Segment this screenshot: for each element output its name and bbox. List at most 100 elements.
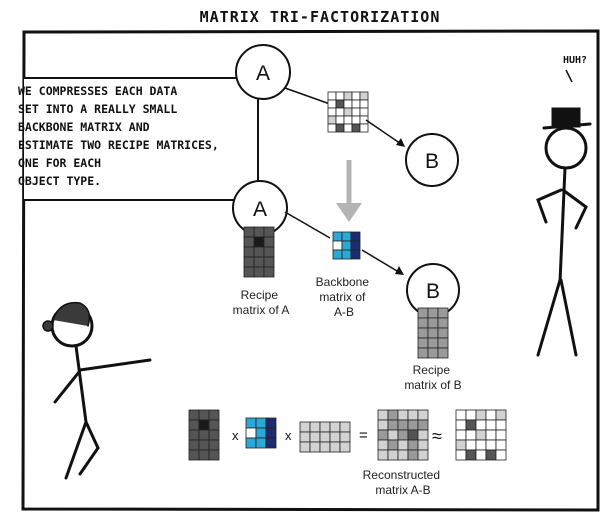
- matrix-cell: [475, 449, 487, 461]
- down-arrow-head: [336, 203, 362, 222]
- matrix-cell: [188, 449, 200, 461]
- matrix-cell: [351, 123, 361, 133]
- matrix-cell: [465, 439, 477, 451]
- caption-line: ONE FOR EACH: [18, 156, 101, 170]
- matrix-cell: [335, 123, 345, 133]
- matrix-cell: [243, 226, 255, 238]
- matrix-cell: [351, 107, 361, 117]
- matrix-cell: [198, 419, 210, 431]
- node-b-top-label: B: [425, 150, 439, 173]
- left-arm: [536, 188, 563, 224]
- label-recipe-b: Recipe matrix of B: [404, 363, 461, 392]
- matrix-cell: [397, 409, 409, 421]
- label-line: Backbone: [316, 275, 370, 289]
- matrix-cell: [253, 256, 265, 268]
- matrix-cell: [343, 107, 353, 117]
- matrix-cell: [309, 421, 321, 433]
- matrix-cell: [198, 429, 210, 441]
- hair: [52, 301, 91, 327]
- matrix-cell: [188, 439, 200, 451]
- matrix-cell: [263, 256, 275, 268]
- matrix-cell: [329, 431, 341, 443]
- matrix-cell: [343, 115, 353, 125]
- matrix-cell: [397, 439, 409, 451]
- label-reconstructed: Reconstructed matrix A-B: [363, 468, 444, 497]
- caption-box: [24, 77, 259, 201]
- matrix-cell: [359, 91, 369, 101]
- matrix-cell: [407, 419, 419, 431]
- left-leg: [536, 278, 562, 357]
- matrix-cell: [455, 429, 467, 441]
- matrix-cell: [387, 449, 399, 461]
- matrix-cell: [350, 249, 361, 260]
- matrix-cell: [299, 441, 311, 453]
- matrix-cell: [327, 107, 337, 117]
- matrix-cell: [208, 449, 220, 461]
- matrix-cell: [351, 115, 361, 125]
- matrix-cell: [485, 429, 497, 441]
- matrix-cell: [455, 449, 467, 461]
- recipe-matrix-b: [417, 307, 449, 359]
- matrix-cell: [377, 419, 389, 431]
- backbone-matrix: [332, 231, 361, 260]
- label-line: matrix A-B: [375, 483, 430, 497]
- left-leg: [64, 420, 88, 480]
- caption-line: ESTIMATE TWO RECIPE MATRICES,: [18, 138, 219, 152]
- matrix-cell: [208, 439, 220, 451]
- hat-crown: [551, 107, 581, 128]
- matrix-cell: [188, 419, 200, 431]
- matrix-cell: [437, 327, 449, 339]
- matrix-cell: [332, 249, 343, 260]
- matrix-cell: [465, 409, 477, 421]
- matrix-cell: [327, 115, 337, 125]
- matrix-cell: [495, 449, 507, 461]
- matrix-cell: [359, 107, 369, 117]
- matrix-cell: [475, 409, 487, 421]
- label-line: matrix of A: [233, 303, 290, 317]
- matrix-cell: [245, 417, 257, 429]
- matrix-cell: [299, 431, 311, 443]
- matrix-cell: [495, 409, 507, 421]
- matrix-cell: [335, 99, 345, 109]
- matrix-cell: [245, 427, 257, 439]
- matrix-cell: [437, 317, 449, 329]
- matrix-cell: [188, 429, 200, 441]
- node-a-top-label: A: [256, 62, 270, 85]
- matrix-cell: [437, 347, 449, 359]
- matrix-cell: [343, 123, 353, 133]
- matrix-cell: [465, 449, 477, 461]
- matrix-cell: [485, 409, 497, 421]
- matrix-cell: [243, 246, 255, 258]
- matrix-cell: [265, 417, 277, 429]
- matrix-cell: [253, 246, 265, 258]
- matrix-cell: [319, 431, 331, 443]
- operator-approx: ≈: [432, 426, 442, 446]
- matrix-cell: [327, 123, 337, 133]
- matrix-cell: [495, 419, 507, 431]
- matrix-cell: [341, 240, 352, 251]
- equation-recipe-b-transposed: [299, 421, 351, 453]
- matrix-cell: [329, 441, 341, 453]
- matrix-cell: [485, 449, 497, 461]
- edge-a-backbone: [284, 211, 331, 239]
- matrix-cell: [335, 91, 345, 101]
- matrix-cell: [332, 240, 343, 251]
- matrix-cell: [339, 431, 351, 443]
- matrix-cell: [245, 437, 257, 449]
- node-b-mid-label: B: [426, 280, 440, 303]
- head: [544, 126, 588, 170]
- body: [558, 166, 567, 284]
- matrix-cell: [188, 409, 200, 421]
- matrix-cell: [263, 266, 275, 278]
- matrix-cell: [387, 419, 399, 431]
- right-arm: [561, 188, 588, 230]
- matrix-cell: [407, 429, 419, 441]
- recipe-matrix-a: [243, 226, 275, 278]
- matrix-cell: [427, 337, 439, 349]
- operator-times: x: [232, 428, 239, 443]
- matrix-cell: [387, 429, 399, 441]
- matrix-cell: [417, 317, 429, 329]
- matrix-cell: [397, 449, 409, 461]
- matrix-cell: [485, 439, 497, 451]
